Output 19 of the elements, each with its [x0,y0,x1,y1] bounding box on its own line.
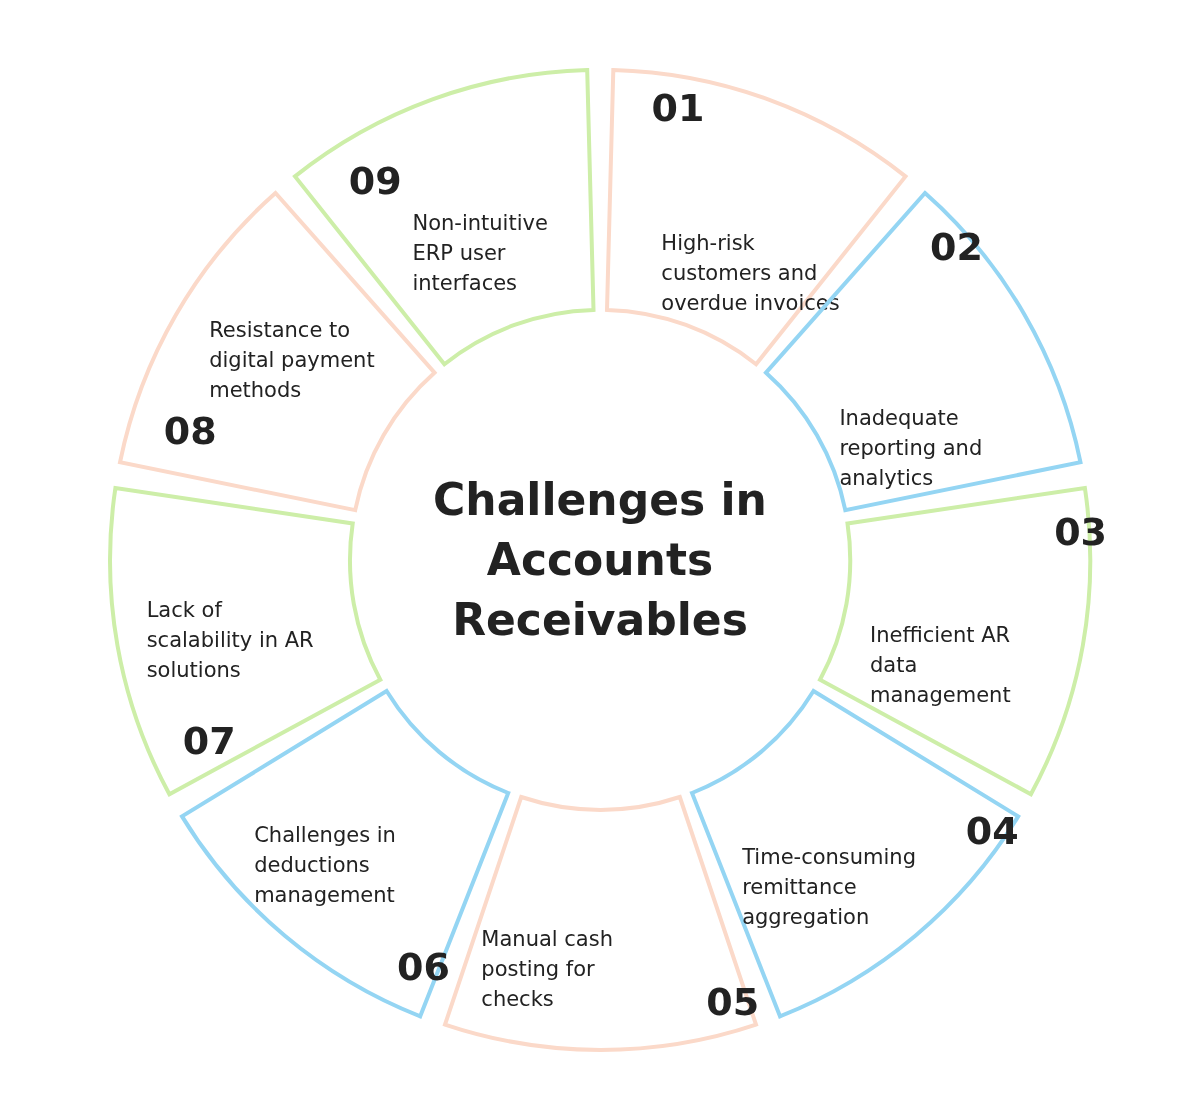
segment-label: Non-intuitive ERP user interfaces [412,210,549,298]
step-number: 03 [1054,510,1108,555]
step-number: 08 [163,408,217,453]
step-number: 02 [930,224,983,269]
step-number: 06 [396,945,450,990]
segment-label: Lack of scalability in AR solutions [146,596,315,684]
step-number: 01 [651,85,705,130]
step-number: 04 [965,808,1019,853]
step-number: 05 [706,980,760,1025]
segment-label: Resistance to digital payment methods [209,317,376,405]
segment-label: Challenges in deductions management [254,822,397,910]
segment-label: Inadequate reporting and analytics [839,404,984,492]
step-number: 09 [348,158,402,203]
segment-label: High-risk customers and overdue invoices [661,229,841,317]
center-title: Challenges in Accounts Receivables [432,473,768,647]
segment-label: Inefficient AR data management [870,622,1012,710]
segment-label: Manual cash posting for checks [481,925,614,1013]
step-number: 07 [182,719,236,764]
segment-label: Time-consuming remittance aggregation [742,843,917,931]
